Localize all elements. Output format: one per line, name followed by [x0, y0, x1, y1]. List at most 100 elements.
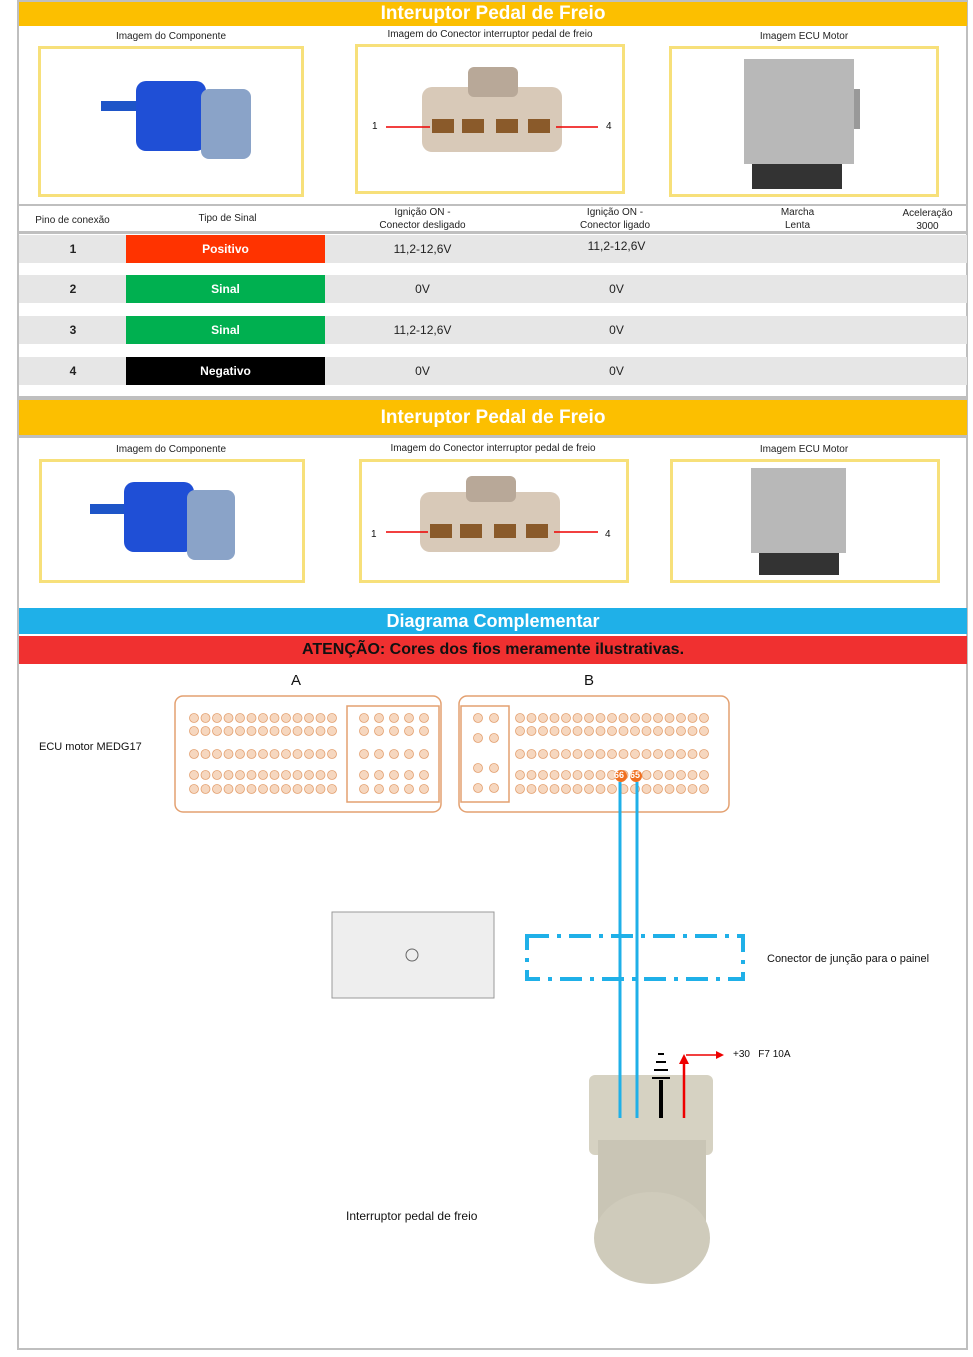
pin-dot	[235, 770, 245, 780]
pin-dot	[374, 713, 384, 723]
pin-dot	[200, 784, 211, 794]
pin-dot	[538, 770, 548, 780]
pin-dot	[246, 713, 257, 723]
pin-dot	[473, 763, 483, 773]
pin-dot	[549, 784, 560, 794]
pin-dot	[223, 770, 234, 780]
component-image	[38, 46, 304, 197]
table-row: 3 Sinal 11,2-12,6V 0V	[19, 316, 967, 344]
pin-dot	[664, 749, 675, 759]
pin-dot	[584, 784, 594, 794]
pin-dot	[489, 783, 499, 793]
pin-dot	[327, 749, 337, 759]
pin-dot	[269, 726, 280, 736]
value-ign-off: 11,2-12,6V	[393, 323, 452, 337]
pin-dot	[246, 784, 257, 794]
pin-dot	[653, 770, 663, 780]
pin-dot	[699, 726, 709, 736]
pin-dot	[200, 713, 211, 723]
pin-dot	[374, 749, 384, 759]
pin-dot	[515, 726, 525, 736]
ecu-image	[669, 46, 939, 197]
pin-dot	[246, 726, 257, 736]
pin-dot	[269, 784, 280, 794]
pin-dot	[315, 726, 326, 736]
pin-dot	[687, 770, 698, 780]
pin-dot	[292, 749, 303, 759]
table-row: 1 Positivo 11,2-12,6V 11,2-12,6V	[19, 235, 967, 263]
signal-type-badge: Positivo	[126, 235, 325, 263]
pin-dot	[664, 713, 675, 723]
pin-dot	[246, 770, 257, 780]
pin-dot	[258, 726, 268, 736]
section1-title: Interuptor Pedal de Freio	[19, 2, 967, 26]
caption-ecu: Imagem ECU Motor	[759, 31, 849, 42]
component-image-2	[39, 459, 305, 583]
pin-dot	[212, 749, 222, 759]
ground-icon	[652, 1053, 670, 1118]
header-idle: Marcha Lenta	[780, 207, 815, 231]
section1-frame	[17, 0, 968, 398]
value-ign-off: 11,2-12,6V	[393, 242, 452, 256]
pin-dot	[419, 784, 429, 794]
pin-dot	[572, 749, 583, 759]
pin-dot	[212, 784, 222, 794]
pin-dot	[538, 726, 548, 736]
caption-connector: Imagem do Conector interruptor pedal de …	[387, 29, 593, 40]
pin-dot	[223, 713, 234, 723]
section2-frame	[17, 398, 968, 1350]
value-ign-off: 0V	[415, 282, 430, 296]
pin-dot	[584, 713, 594, 723]
pin-dot	[200, 749, 211, 759]
pin-dot	[664, 770, 675, 780]
caption-component-2: Imagem do Componente	[115, 444, 227, 455]
pin-dot	[699, 770, 709, 780]
pin-dot	[304, 770, 314, 780]
pin-dot	[630, 749, 640, 759]
pin-dot	[538, 749, 548, 759]
pin-dot	[526, 770, 537, 780]
pin-dot	[687, 749, 698, 759]
pin-dot	[699, 713, 709, 723]
pin-dot	[359, 784, 369, 794]
pin-dot	[419, 726, 429, 736]
pin-dot	[281, 713, 291, 723]
pin-dot	[676, 770, 686, 780]
pin-dot	[653, 713, 663, 723]
pin-dot	[189, 770, 199, 780]
pin-dot	[526, 784, 537, 794]
diagram-title: Diagrama Complementar	[19, 608, 967, 634]
pin-dot	[269, 749, 280, 759]
pin-dot	[189, 749, 199, 759]
pin-dot	[281, 770, 291, 780]
pin-dot	[189, 713, 199, 723]
pin-dot	[641, 784, 652, 794]
pin-dot	[526, 749, 537, 759]
pin-dot	[327, 784, 337, 794]
switch-label: Interruptor pedal de freio	[346, 1209, 478, 1223]
pin-dot	[292, 784, 303, 794]
pin-dot	[630, 713, 640, 723]
power-label: +30 F7 10A	[733, 1049, 791, 1060]
header-pin: Pino de conexão	[35, 215, 110, 226]
pin-number: 4	[69, 364, 77, 378]
section2-title: Interuptor Pedal de Freio	[19, 400, 967, 438]
pin-dot	[607, 749, 617, 759]
pin-dot	[473, 783, 483, 793]
pin-dot	[389, 770, 399, 780]
pin-dot	[595, 749, 606, 759]
pin-label-1: 1	[372, 121, 378, 132]
ecu-connector-b	[458, 695, 730, 813]
value-ign-on: 0V	[609, 364, 624, 378]
ecu-image-2	[670, 459, 940, 583]
pin-dot	[359, 770, 369, 780]
connector-image: 1 4	[355, 44, 625, 194]
pin-dot	[419, 749, 429, 759]
pin-dot	[235, 726, 245, 736]
pin-dot	[641, 713, 652, 723]
pin-dot	[618, 749, 629, 759]
pin-dot	[572, 784, 583, 794]
pin-dot	[304, 726, 314, 736]
pin-label-4-2: 4	[605, 529, 611, 540]
pin-dot	[200, 770, 211, 780]
